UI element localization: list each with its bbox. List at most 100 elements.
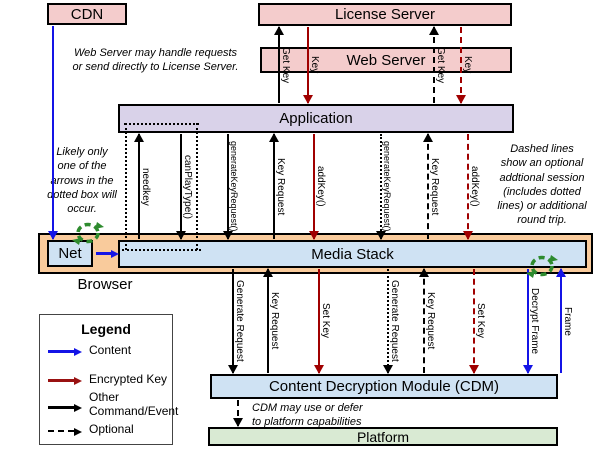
arrow-head [269,133,279,142]
note-web-server: Web Server may handle requests or send d… [72,47,239,74]
arrow-line [273,134,275,239]
arrow-addkey-optional: addKey() [462,133,480,240]
arrow-head [274,26,284,35]
arrow-head [263,268,273,277]
arrow-label: Key [309,56,320,74]
arrow-set-key: Set Key [313,268,331,374]
arrow-label: Set Key [320,303,331,339]
arrow-label: Key Request [275,157,286,216]
arrow-head [556,268,566,277]
box-platform: Platform [208,427,558,446]
box-net: Net [47,240,93,267]
arrow-head [383,365,393,374]
arrow-label: Key Request [429,157,440,216]
legend: Legend Content Encrypted Key Other Comma… [39,314,178,445]
arrow-line [232,269,234,373]
arrow-key-optional: Key [455,26,473,104]
arrow-label: Generate Request [234,280,245,362]
arrow-line [387,269,389,373]
loop-arrow-icon [72,222,104,245]
arrow-line [427,134,429,239]
arrow-line [380,134,382,239]
arrow-label: Decrypt Frame [529,287,540,355]
legend-title: Legend [81,321,131,337]
dotted-box-bottom [122,249,201,251]
arrow-addkey: addKey() [308,133,326,240]
dotted-box-top [124,123,199,125]
arrow-head [303,95,313,104]
arrow-label: addKey() [315,166,326,207]
arrow-line [180,134,182,239]
dotted-box-left [125,123,127,250]
arrow-head [176,231,186,240]
arrow-head [48,231,58,240]
legend-encrypted-key-arrow [48,377,82,385]
arrow-line [433,27,435,103]
arrow-get-key-optional: Get Key [428,26,446,104]
box-license-server: License Server [258,3,512,26]
arrow-label: generateKeyRequest() [382,141,392,232]
arrow-get-key: Get Key [273,26,291,104]
legend-item-content: Content [89,343,132,357]
arrow-head [233,418,243,427]
arrow-line [307,27,309,103]
arrow-line [467,134,469,239]
legend-content-arrow [48,348,82,356]
arrow-head [456,95,466,104]
arrow-key-request-optional: Key Request [422,133,440,240]
arrow-content-cdn-to-net [47,25,61,240]
arrow-generate-request: Generate Request [227,268,245,374]
arrow-line [267,269,269,373]
legend-optional-arrow [48,428,82,436]
box-application: Application [118,104,514,133]
arrow-head [523,365,533,374]
loop-arrow-icon [526,255,558,278]
arrow-head [376,231,386,240]
arrow-line [138,134,140,239]
box-cdm: Content Decryption Module (CDM) [210,374,558,399]
arrow-generatekeyrequest-optional: generateKeyRequest() [375,133,392,240]
arrow-line [460,27,462,103]
arrow-label: Get Key [280,46,291,84]
browser-label: Browser [77,276,133,293]
arrow-label: Key Request [269,292,280,350]
arrow-label: Set Key [475,303,486,339]
note-dotted-box: Likely only one of the arrows in the dot… [47,146,117,216]
arrow-key-request-cdm-optional: Key Request [418,268,436,374]
arrow-head [469,365,479,374]
arrow-cdm-to-platform [232,399,246,427]
arrow-label: Generate Request [389,280,400,362]
box-web-server: Web Server [260,47,512,73]
arrow-key: Key [302,26,320,104]
arrow-generate-request-optional: Generate Request [382,268,400,374]
note-dashed-lines: Dashed lines show an optional addtional … [497,143,587,227]
arrow-set-key-optional: Set Key [468,268,486,374]
box-media-stack: Media Stack [118,240,587,268]
arrow-key-request-cdm: Key Request [262,268,280,374]
arrow-line [237,400,239,426]
arrow-head [228,365,238,374]
arrow-line [227,134,229,239]
arrow-label: addKey() [469,166,480,207]
arrow-head [134,133,144,142]
arrow-content-net-to-media-stack [96,250,119,258]
arrow-head [429,26,439,35]
arrow-line [527,269,529,373]
arrow-label: Key Request [425,292,436,350]
arrow-line [473,269,475,373]
arrow-label: needkey [140,167,151,206]
arrow-line [318,269,320,373]
arrow-line [278,27,280,103]
arrow-head [423,133,433,142]
arrow-head [223,231,233,240]
legend-item-encrypted-key: Encrypted Key [89,372,168,386]
note-cdm: CDM may use or defer to platform capabil… [252,402,363,429]
arrow-head [463,231,473,240]
arrow-line [560,269,562,373]
arrow-canplaytype: canPlayType() [175,133,193,240]
arrow-head [419,268,429,277]
arrow-label: Get Key [435,46,446,84]
dotted-box-right [196,123,198,250]
arrow-head [314,365,324,374]
